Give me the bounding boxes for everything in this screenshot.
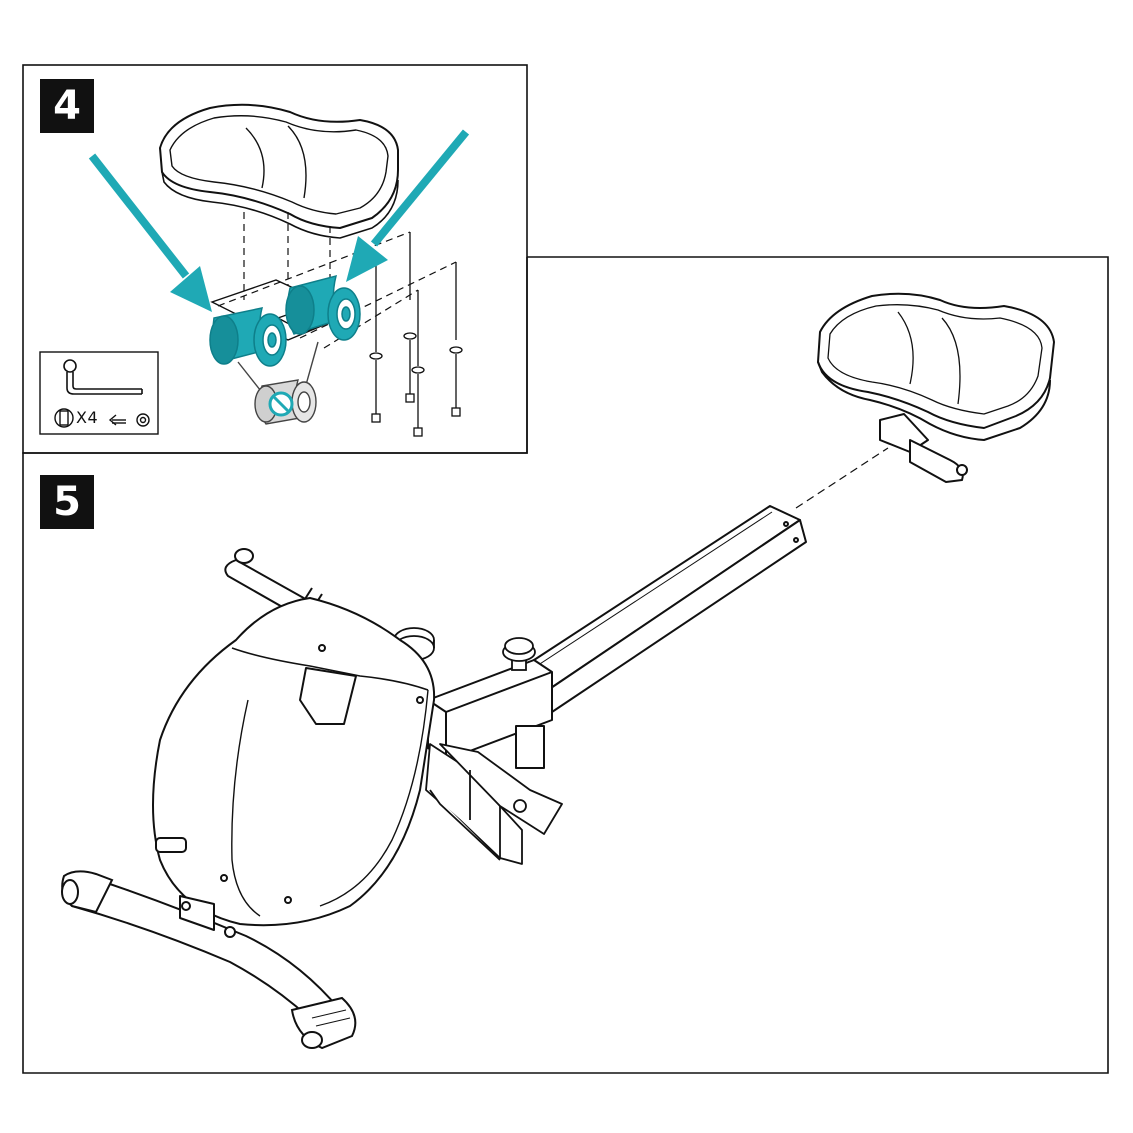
- roller-left-highlighted: [209, 307, 287, 367]
- bolt-quantity-label: X4: [76, 408, 99, 427]
- guide-rods-step-4: [375, 232, 457, 366]
- arrow-left-icon: [108, 414, 126, 426]
- tool-box: [39, 351, 159, 435]
- prohibited-icon: [268, 391, 294, 417]
- end-cap-right: [290, 996, 357, 1050]
- rail-connector: [427, 659, 553, 769]
- allen-key-icon: [63, 359, 143, 395]
- footrest-assembly: [425, 743, 563, 865]
- bolt-icon: [54, 408, 74, 428]
- roller-right-highlighted: [285, 274, 361, 341]
- step-number-badge-4: 4: [40, 79, 94, 133]
- end-cap-left: [61, 870, 114, 914]
- highlight-arrow-right: [346, 129, 470, 282]
- bolt-set-step-4: [369, 332, 463, 437]
- panel-step-5-frame: [22, 256, 1109, 1074]
- step-number-badge-5: 5: [40, 475, 94, 529]
- seat-cushion-exploded: [159, 103, 399, 239]
- seat-assembly-guide: [795, 447, 889, 509]
- highlight-arrow-left: [88, 153, 212, 312]
- washer-icon: [136, 413, 150, 427]
- adjustment-knob: [502, 637, 536, 671]
- seat-assembly: [817, 292, 1055, 483]
- flywheel-housing: [152, 597, 436, 927]
